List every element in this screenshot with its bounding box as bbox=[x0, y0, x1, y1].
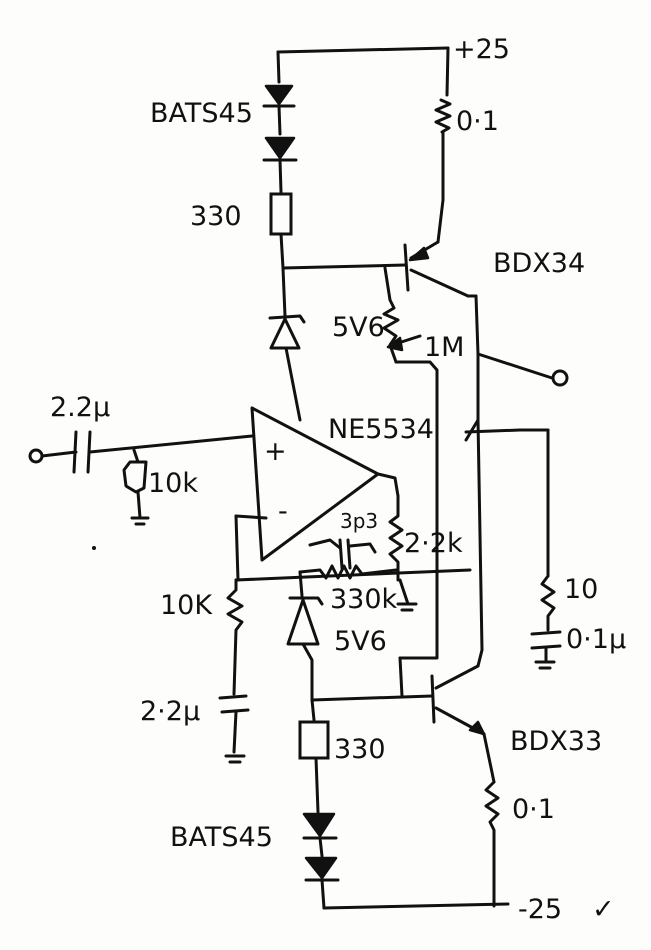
feedback-resistor-2-2k-label: 2·2k bbox=[404, 528, 463, 559]
diode-top-label: BATS45 bbox=[150, 98, 253, 129]
pot-label: 1M bbox=[424, 332, 464, 363]
positive-rail bbox=[276, 46, 452, 244]
ground-leg bbox=[218, 578, 250, 764]
diode-bats45-top bbox=[262, 50, 298, 194]
input-resistor-label: 10k bbox=[148, 468, 198, 499]
check-mark: ✓ bbox=[592, 894, 615, 925]
opamp-plus-sign: + bbox=[264, 436, 287, 467]
zener-top-label: 5V6 bbox=[332, 312, 385, 343]
input-cap-label: 2.2µ bbox=[50, 392, 110, 423]
transistor-bdx34 bbox=[281, 240, 480, 356]
zener-bottom bbox=[286, 570, 324, 702]
emitter-resistor-top-label: 0·1 bbox=[456, 106, 499, 137]
negative-rail bbox=[322, 898, 510, 910]
resistor-330-bottom bbox=[298, 698, 330, 814]
zobel-resistor-label: 10 bbox=[564, 574, 598, 605]
resistor-330-bottom-label: 330 bbox=[334, 734, 386, 765]
comp-cap-label: 3p3 bbox=[340, 509, 378, 533]
output-node bbox=[464, 352, 569, 668]
ground-resistor-label: 10K bbox=[160, 590, 213, 621]
diode-bottom-label: BATS45 bbox=[170, 822, 273, 853]
potentiometer-1m bbox=[382, 266, 439, 642]
transistor-bottom-label: BDX33 bbox=[510, 726, 602, 757]
zobel-network bbox=[530, 428, 562, 670]
opamp-minus-sign: - bbox=[278, 496, 288, 527]
transistor-top-label: BDX34 bbox=[493, 248, 585, 279]
emitter-resistor-bottom-label: 0·1 bbox=[512, 794, 555, 825]
positive-supply-label: +25 bbox=[453, 34, 510, 65]
ground-cap-label: 2·2µ bbox=[140, 696, 200, 727]
diode-bats45-bottom bbox=[302, 812, 340, 910]
input-network bbox=[28, 430, 254, 526]
resistor-330-top bbox=[269, 192, 293, 270]
resistor-330-top-label: 330 bbox=[190, 201, 242, 232]
feedback-resistor-330k-label: 330k bbox=[330, 584, 398, 615]
emitter-resistor-bottom bbox=[484, 780, 500, 902]
opamp-ne5534 bbox=[250, 406, 400, 562]
zobel-cap-label: 0·1µ bbox=[566, 624, 626, 655]
zener-bottom-label: 5V6 bbox=[334, 626, 387, 657]
negative-supply-label: -25 bbox=[518, 894, 562, 925]
opamp-label: NE5534 bbox=[328, 414, 434, 445]
feedback-network bbox=[234, 494, 472, 612]
stray-dot bbox=[92, 546, 96, 550]
zener-top bbox=[268, 266, 306, 422]
transistor-bdx33 bbox=[310, 638, 496, 784]
